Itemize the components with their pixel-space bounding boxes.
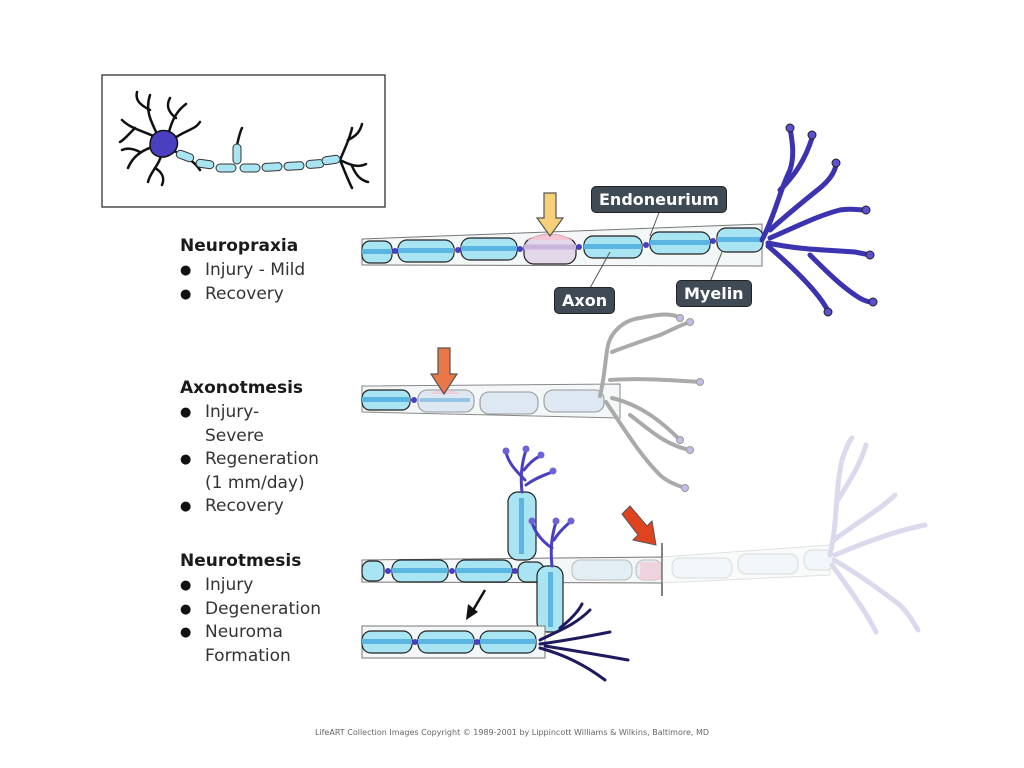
neuropraxia-title: Neuropraxia [180, 236, 299, 256]
mild-injury-arrow [535, 192, 565, 238]
axonotmesis-bullets: Injury- Severe Regeneration (1 mm/day) R… [180, 401, 319, 519]
bullet-item: Injury- [180, 401, 319, 425]
bullet-item: Degeneration [180, 598, 321, 622]
neurotmesis-bullets: Injury Degeneration Neuroma Formation [180, 574, 321, 668]
myelin-label: Myelin [676, 280, 752, 307]
bullet-continuation: Severe [205, 425, 264, 446]
neuroma-arrow [466, 589, 487, 620]
bullet-item: Neuroma [180, 621, 321, 645]
neuropraxia-nerve [361, 123, 878, 317]
axonotmesis-nerve [361, 312, 704, 492]
endoneurium-label: Endoneurium [591, 186, 727, 213]
axonotmesis-title: Axonotmesis [180, 378, 304, 398]
neuron-inset-frame [101, 74, 386, 208]
neurotmesis-nerve [361, 435, 928, 682]
neuron-inset [118, 90, 370, 190]
bullet-item: Regeneration [180, 448, 319, 472]
bullet-item: Injury - Mild [180, 259, 305, 283]
severe-injury-arrow [429, 347, 459, 396]
copyright-notice: LifeART Collection Images Copyright © 19… [314, 728, 710, 737]
bullet-continuation: Formation [205, 645, 291, 666]
neuropraxia-bullets: Injury - Mild Recovery [180, 259, 305, 306]
bullet-item: Injury [180, 574, 321, 598]
bullet-continuation: (1 mm/day) [205, 472, 305, 493]
transection-arrow [621, 505, 657, 546]
bullet-item: Recovery [180, 283, 305, 307]
axon-label: Axon [554, 287, 616, 314]
bullet-item: Recovery [180, 495, 319, 519]
neurotmesis-title: Neurotmesis [180, 551, 302, 571]
